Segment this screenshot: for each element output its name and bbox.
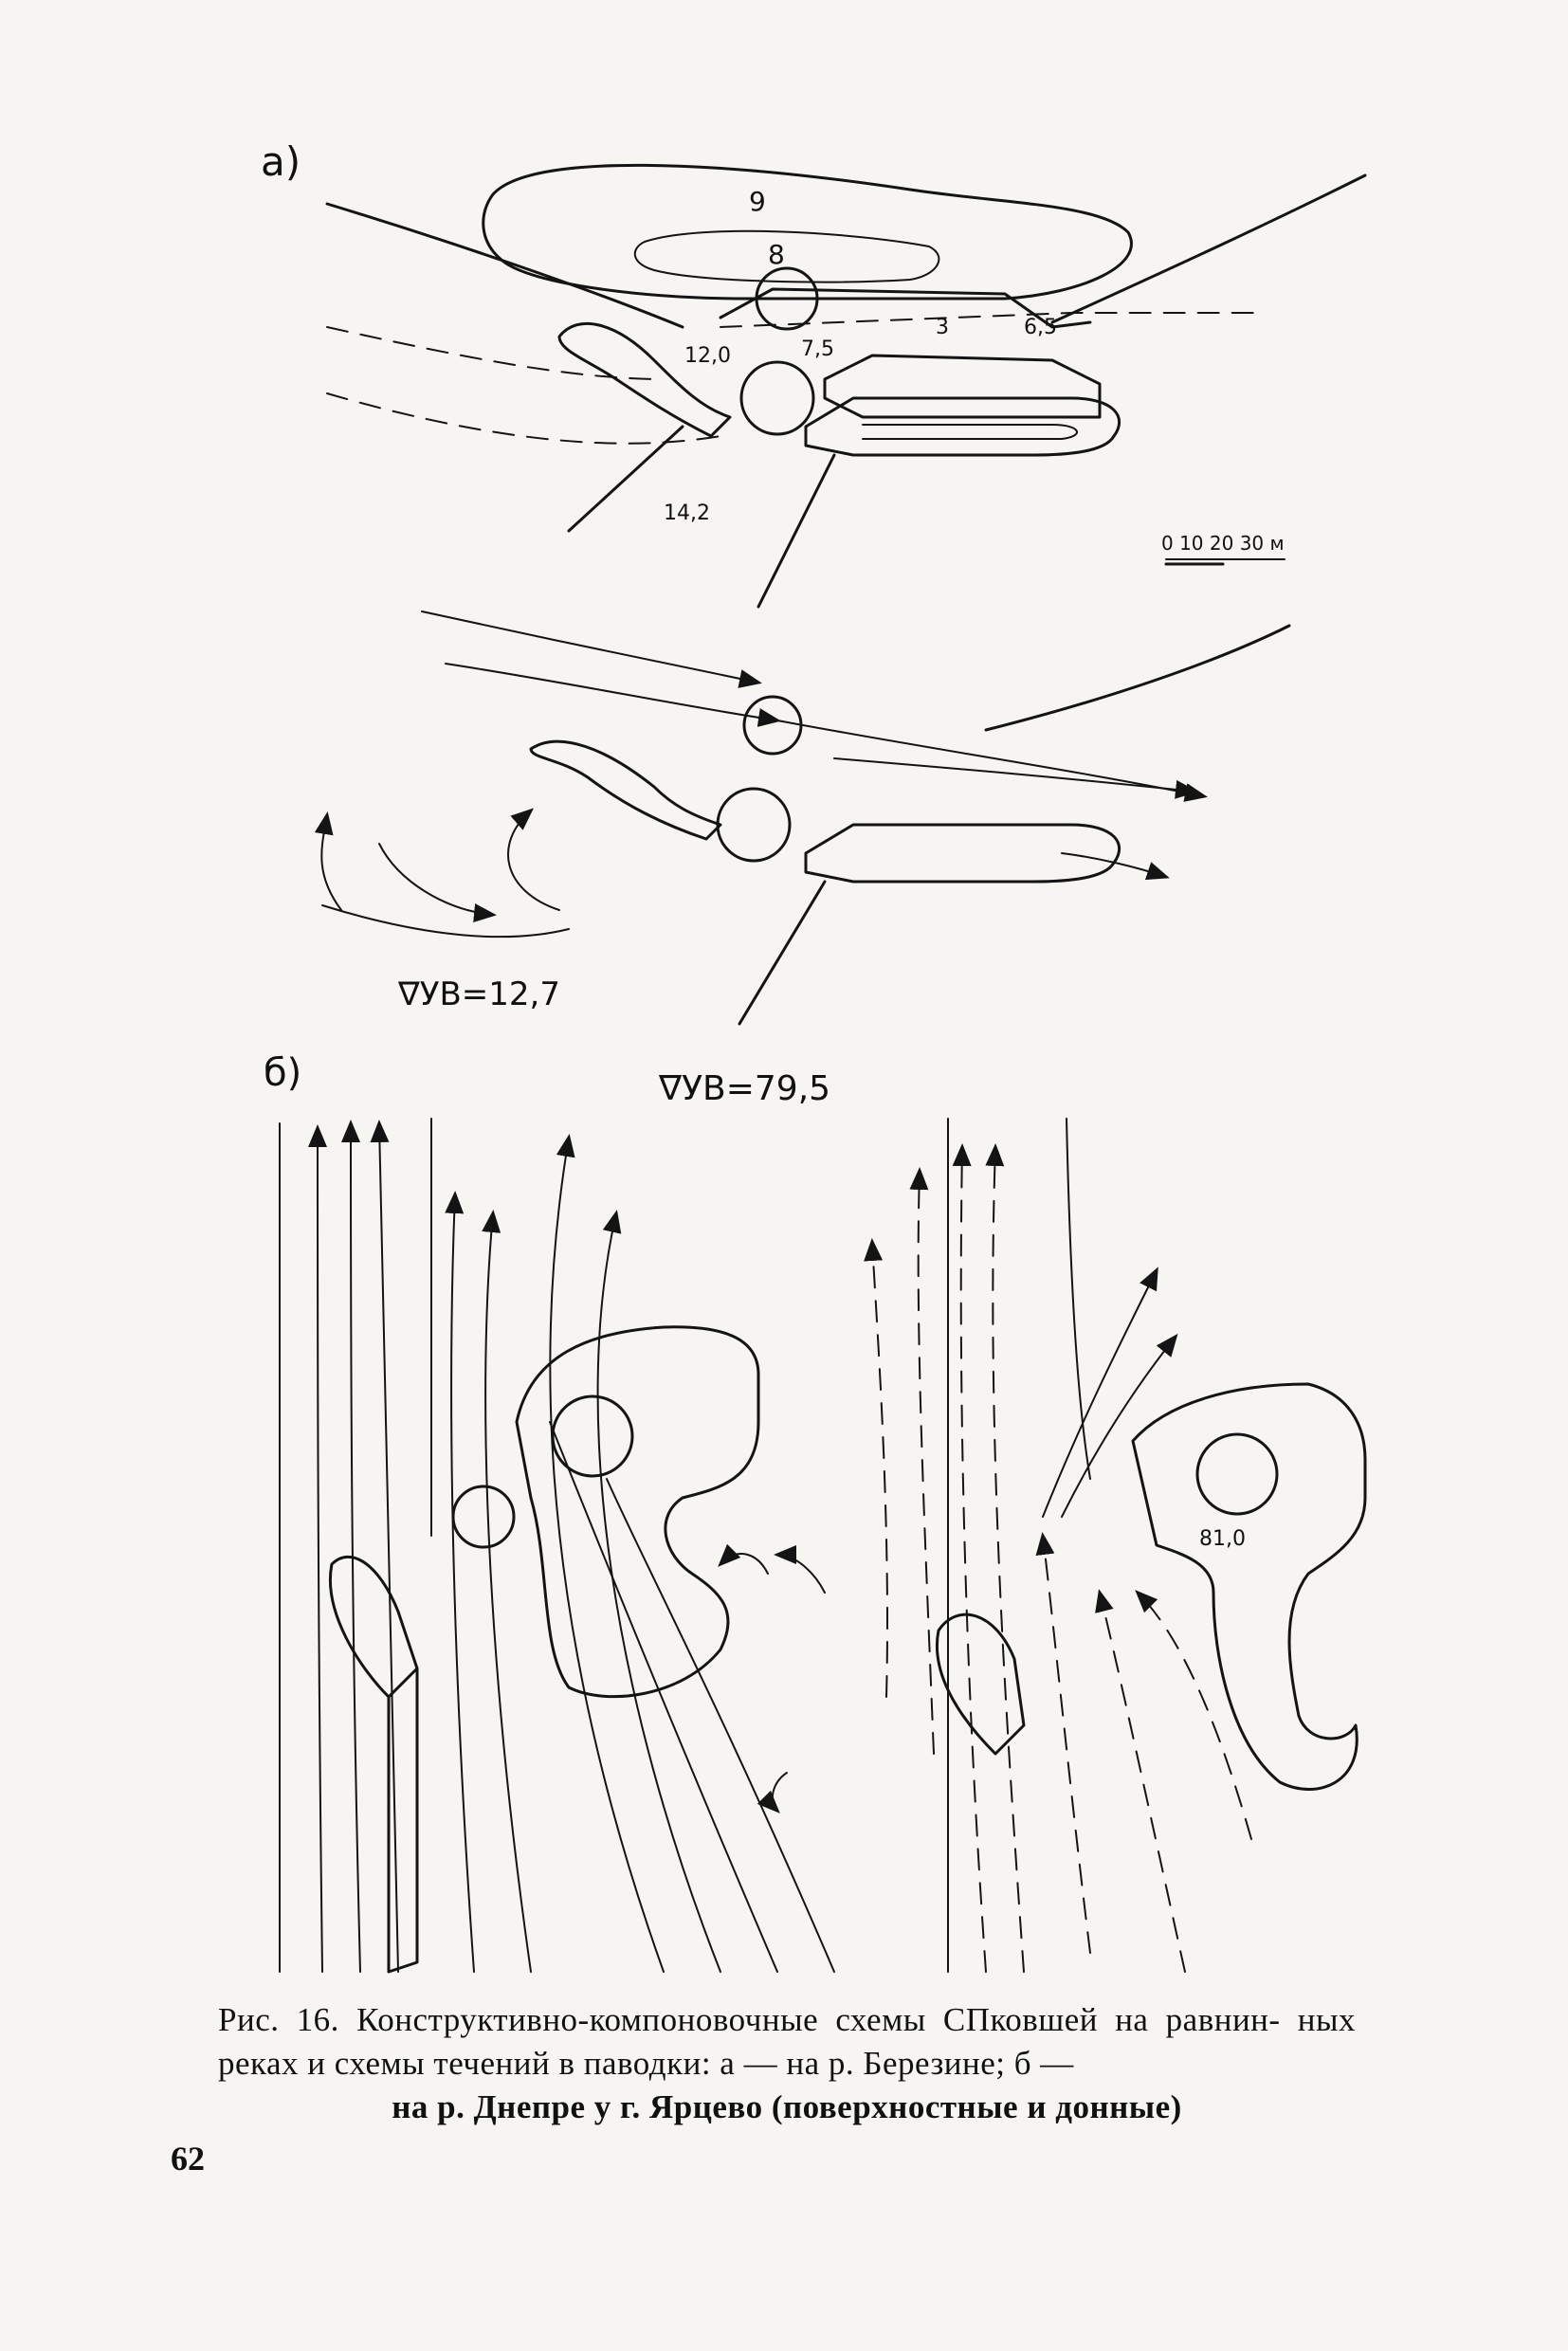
island-contour [482, 163, 1133, 301]
pump-circle-right-b [1195, 1432, 1279, 1516]
page-number: 62 [171, 2140, 205, 2178]
panel-a-water-level: ∇УВ=12,7 [397, 975, 560, 1013]
intake-head-right-b [1131, 1382, 1367, 1791]
flow-line-dashed-1 [326, 326, 665, 380]
eddy-arrow [507, 808, 560, 911]
inner-contour [633, 229, 940, 283]
elev-6-5: 6,5 [1024, 316, 1057, 339]
panel-b-right-scheme: 81,0 [864, 1118, 1367, 1973]
eddy-arrow [314, 811, 342, 911]
flow-arrow [421, 611, 762, 688]
pump-station-circle [739, 360, 815, 436]
eddy-arrow [378, 843, 497, 922]
elev-81-0: 81,0 [1199, 1527, 1246, 1551]
flow-arrow [1061, 852, 1170, 881]
right-bank-line-b [984, 624, 1291, 732]
left-flow-boundary [321, 904, 570, 939]
elev-12-0: 12,0 [684, 344, 731, 368]
small-circle-left-b [451, 1485, 516, 1549]
flow-pump-circle [716, 787, 792, 863]
right-bank-line [1050, 173, 1367, 324]
panel-a-flow: ∇УВ=12,7 [314, 611, 1291, 1026]
flow-upper-circle [742, 695, 803, 756]
intake-loop [804, 396, 1121, 457]
flow-line-dashed-2 [326, 392, 721, 445]
flow-intake-loop [804, 823, 1121, 884]
lower-wall-left [567, 425, 684, 533]
upper-circle [755, 266, 819, 331]
left-bank-line [325, 202, 684, 329]
scale-bar-label: 0 10 20 30 м [1161, 532, 1285, 555]
intake-loop-inner [862, 424, 1078, 440]
intake-head-left-b [515, 1325, 760, 1699]
caption-line-1: Рис. 16. Конструктивно-компоновочные схе… [218, 2001, 1281, 2038]
flow-lower-wall [738, 880, 827, 1026]
panel-a-plan: а) 9 8 12,0 7,5 3 6,5 14,2 0 10 20 30 м [261, 138, 1367, 609]
flow-guide-wall [529, 739, 722, 841]
elev-3: 3 [936, 316, 949, 339]
flow-arrow [776, 720, 1208, 802]
contour-label-8: 8 [768, 239, 785, 270]
panel-b-left-scheme [279, 1118, 835, 1974]
panel-b: б) ∇УВ=79,5 [264, 1051, 1367, 1974]
elev-14-2: 14,2 [664, 501, 710, 525]
contour-label-9: 9 [749, 186, 766, 217]
left-guide-wall [557, 321, 732, 438]
pump-circle-left-b [551, 1394, 634, 1478]
elev-7-5: 7,5 [801, 337, 834, 361]
panel-a-label: а) [261, 138, 301, 185]
panel-b-label: б) [264, 1051, 301, 1095]
flow-line-dashed-3 [720, 312, 1262, 328]
guide-wall-right-b [936, 1613, 1026, 1756]
flow-arrow [445, 663, 781, 727]
guide-wall-left-b [329, 1555, 419, 1699]
flow-arrow [833, 757, 1198, 799]
caption-line-2: ных реках и схемы течений в паводки: а —… [218, 2001, 1356, 2082]
panel-b-water-level: ∇УВ=79,5 [658, 1069, 830, 1108]
figure-caption: Рис. 16. Конструктивно-компоновочные схе… [218, 1998, 1356, 2129]
scale-bar: 0 10 20 30 м [1161, 532, 1285, 566]
intake-channel [823, 354, 1102, 419]
caption-line-3: на р. Днепре у г. Ярцево (поверхностные … [392, 2088, 1182, 2125]
lower-wall-right [757, 453, 836, 609]
